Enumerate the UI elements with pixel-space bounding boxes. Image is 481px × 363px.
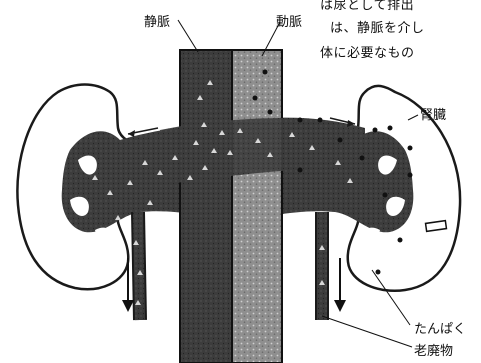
label-kidney: 腎臓 [420, 104, 446, 123]
label-protein: たんぱく [414, 318, 466, 337]
label-artery: 動脈 [276, 11, 302, 30]
vein-vessel [180, 50, 232, 363]
label-waste: 老廃物 [414, 340, 453, 359]
label-vein: 静脈 [144, 11, 170, 30]
